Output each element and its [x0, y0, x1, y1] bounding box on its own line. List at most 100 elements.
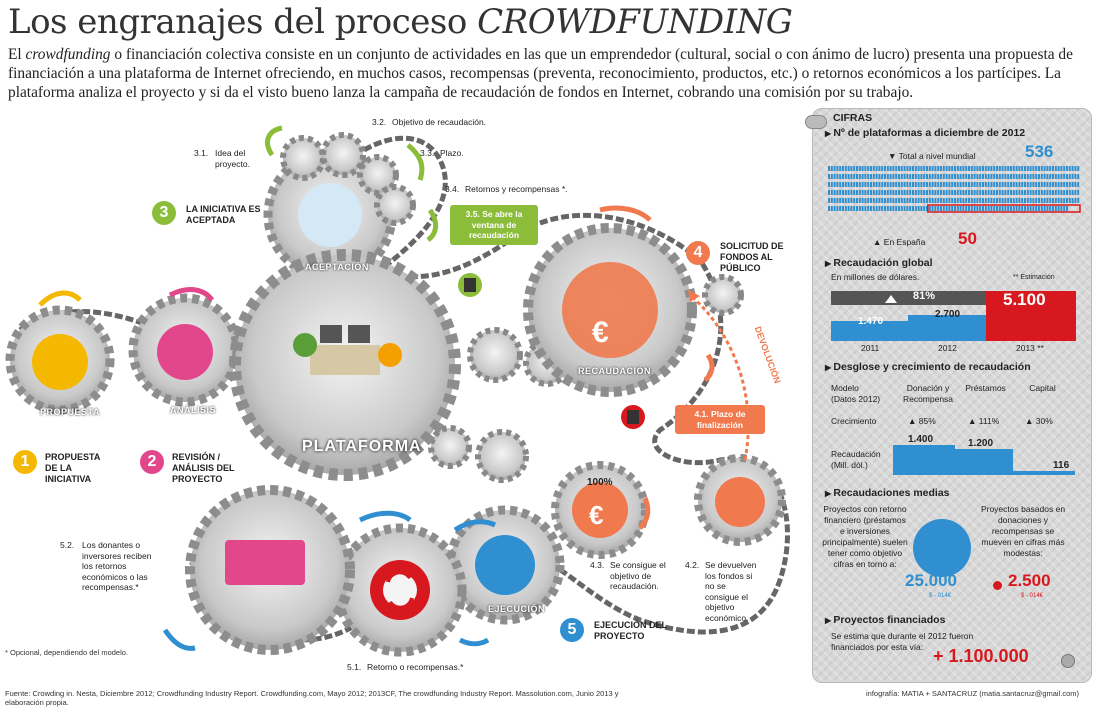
platform-mark: [970, 166, 973, 171]
platform-mark: [856, 182, 858, 187]
amount-row-label: Recaudación (Mill. dól.): [831, 449, 881, 470]
platform-mark: [990, 174, 993, 179]
platform-mark: [856, 206, 858, 211]
platform-mark: [917, 206, 920, 211]
platform-mark: [1015, 174, 1018, 179]
platform-mark: [968, 198, 970, 203]
platform-mark: [881, 190, 884, 195]
platform-mark: [1024, 166, 1026, 171]
platform-mark: [828, 190, 830, 195]
intro-body: o financiación colectiva consiste en un …: [8, 46, 1073, 101]
platform-mark: [1049, 206, 1052, 211]
platform-mark: [878, 206, 881, 211]
platform-mark: [945, 174, 948, 179]
platform-mark: [1035, 174, 1038, 179]
avg-right-circle: [993, 581, 1002, 590]
gear-label-analisis: ANÁLISIS: [170, 405, 217, 415]
platform-mark: [931, 166, 934, 171]
platform-mark: [1010, 174, 1012, 179]
step-5-label: EJECUCIÓN DEL PROYECTO: [594, 620, 667, 641]
platform-mark: [1007, 182, 1010, 187]
platform-mark: [1071, 166, 1074, 171]
platform-mark: [984, 190, 987, 195]
platform-mark: [1054, 198, 1057, 203]
platform-mark: [853, 182, 856, 187]
step-1-label: PROPUESTA DE LA INICIATIVA: [45, 452, 101, 484]
platform-mark: [836, 206, 839, 211]
platform-mark: [861, 190, 864, 195]
platform-mark: [912, 206, 914, 211]
core-funds: [572, 482, 628, 538]
platform-mark: [856, 190, 858, 195]
platform-mark: [970, 190, 973, 195]
platform-mark: [951, 206, 954, 211]
platform-mark: [1066, 182, 1068, 187]
platform-mark: [903, 190, 906, 195]
platform-mark: [940, 190, 942, 195]
platform-mark: [870, 206, 872, 211]
platform-mark: [872, 206, 875, 211]
platform-mark: [928, 166, 931, 171]
platform-mark: [909, 206, 912, 211]
platform-mark: [928, 182, 931, 187]
platform-mark: [976, 166, 979, 171]
arrow-up-icon: ▲: [908, 416, 919, 426]
platform-mark: [872, 182, 875, 187]
platform-mark: [892, 198, 895, 203]
platform-mark: [900, 190, 903, 195]
platform-mark: [875, 174, 878, 179]
platform-mark: [979, 166, 982, 171]
platform-mark: [1060, 198, 1063, 203]
platform-mark: [951, 166, 954, 171]
platform-mark: [906, 206, 909, 211]
platform-mark: [856, 174, 858, 179]
platform-mark: [984, 174, 987, 179]
platform-mark: [945, 166, 948, 171]
percent-label: 100%: [587, 477, 613, 488]
platform-mark: [1052, 190, 1054, 195]
optional-note: * Opcional, dependiendo del modelo.: [5, 648, 129, 657]
platform-mark: [889, 206, 892, 211]
platform-mark: [881, 174, 884, 179]
platform-mark: [903, 206, 906, 211]
return-arrows: [386, 570, 414, 610]
platform-mark: [1068, 174, 1071, 179]
platform-mark: [842, 174, 844, 179]
financed-text: Se estima que durante el 2012 fueron fin…: [831, 631, 974, 652]
growth-value: 81%: [913, 290, 936, 302]
platform-mark: [1043, 198, 1046, 203]
platform-mark: [982, 166, 984, 171]
platform-mark: [948, 166, 951, 171]
platform-mark: [1021, 174, 1024, 179]
platform-mark: [926, 190, 928, 195]
platform-mark: [881, 182, 884, 187]
platform-mark: [987, 190, 990, 195]
platform-mark: [984, 206, 987, 211]
platform-mark: [886, 206, 889, 211]
platform-mark: [928, 206, 931, 211]
world-label: ▼ Total a nivel mundial: [888, 151, 976, 162]
platform-mark: [962, 182, 965, 187]
platforms-dots: [828, 166, 1081, 213]
platform-mark: [968, 166, 970, 171]
platform-mark: [1024, 174, 1026, 179]
core-recaudacion: [562, 262, 658, 358]
platform-mark: [850, 166, 853, 171]
platform-mark: [998, 174, 1001, 179]
averages-left-value: 25.000: [905, 571, 957, 590]
platform-mark: [937, 166, 940, 171]
growth-donation: ▲ 85%: [908, 416, 936, 427]
platform-mark: [968, 206, 970, 211]
platform-mark: [1054, 174, 1057, 179]
platform-mark: [920, 174, 923, 179]
platform-mark: [1063, 174, 1066, 179]
platform-mark: [942, 166, 945, 171]
platform-mark: [1071, 190, 1074, 195]
platform-mark: [945, 190, 948, 195]
platform-mark: [1068, 198, 1071, 203]
arrow-yellow: [38, 290, 82, 307]
platform-mark: [1015, 182, 1018, 187]
sub-5-1-text: Retorno o recompensas.*: [367, 662, 464, 672]
platform-mark: [909, 174, 912, 179]
platform-mark: [844, 206, 847, 211]
